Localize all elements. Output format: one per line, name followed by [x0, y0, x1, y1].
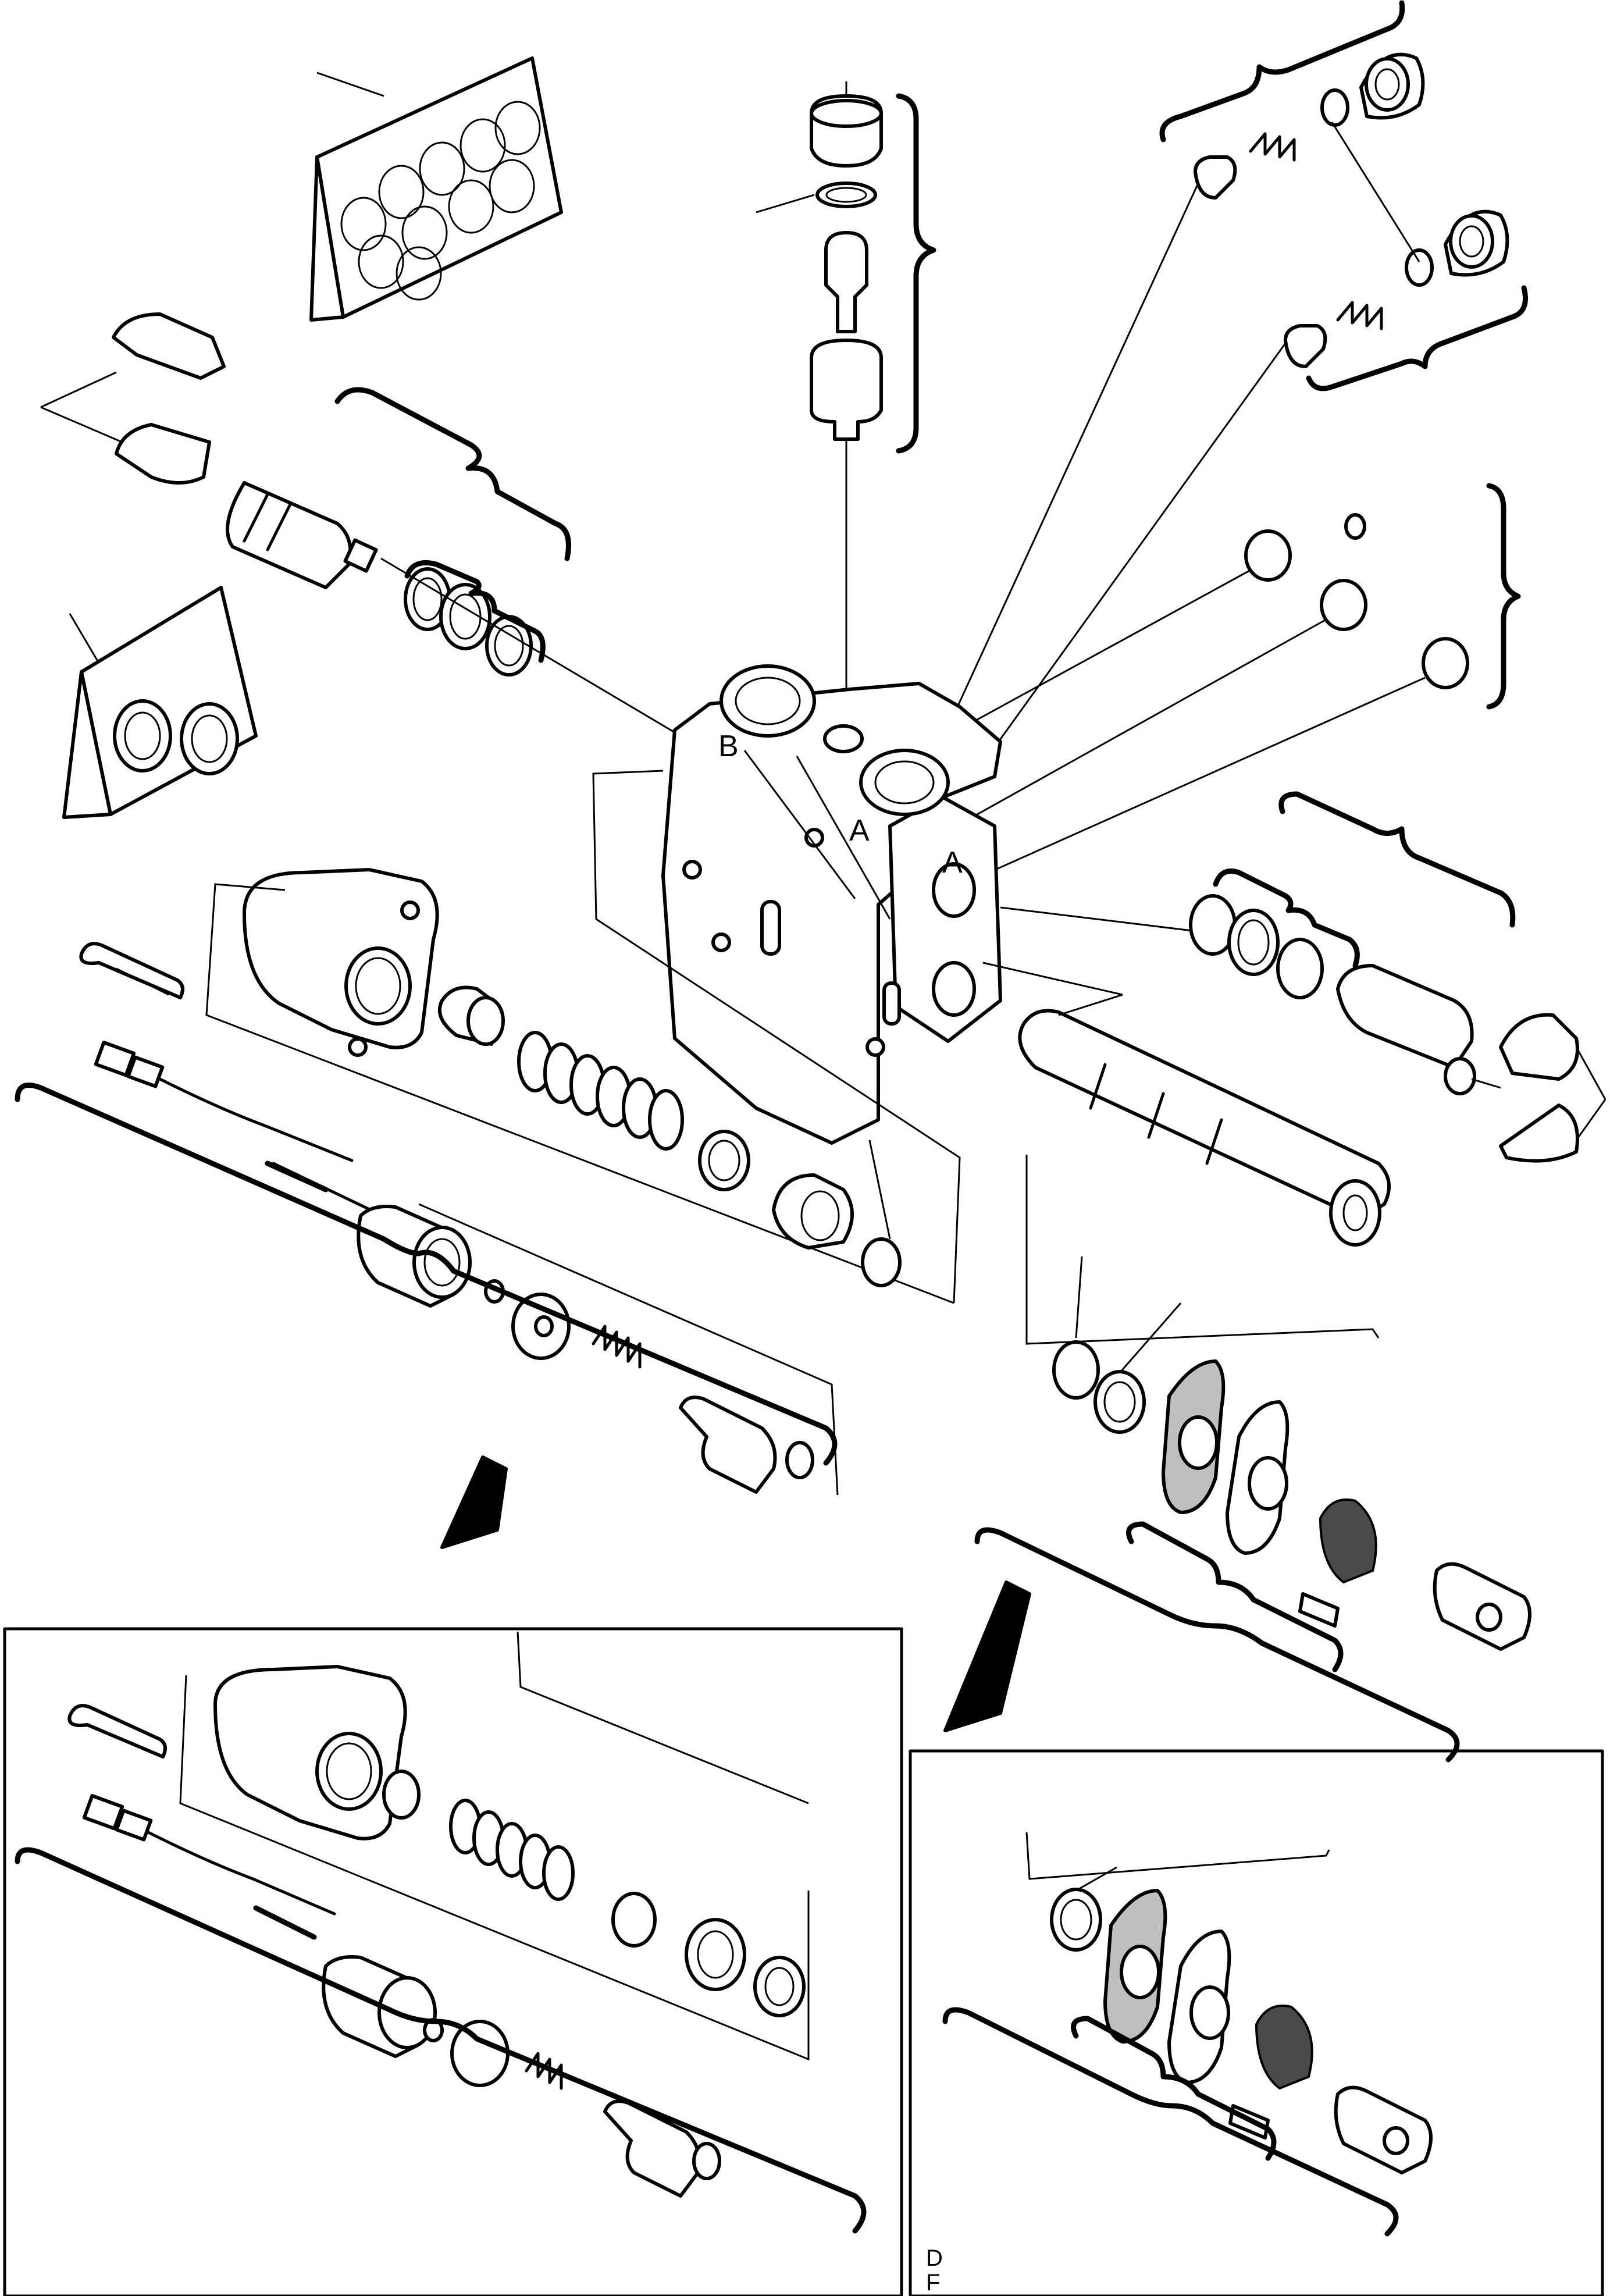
o-rings-right-relief [1000, 894, 1324, 999]
relief-cap-right [1499, 1013, 1607, 1163]
inset-left-assembly [15, 1631, 867, 2234]
valve-body: B A A [661, 664, 1002, 1145]
leader-lines-top-right [947, 122, 1420, 780]
drawing-code-line1: D [926, 2245, 943, 2271]
right-bracket-outline [1025, 1155, 1380, 1345]
relief-valve-cartridge-right [1336, 964, 1501, 1095]
pilot-valve-lower-right [1284, 209, 1509, 368]
main-spool [982, 962, 1391, 1247]
spring-seat-left [438, 985, 505, 1046]
seal-kit-package-small [62, 586, 258, 819]
brace-top-vertical [896, 93, 936, 454]
relief-cap-left [40, 312, 226, 485]
brace-right-upper [1278, 791, 1516, 928]
solenoid-coil-left [357, 1205, 814, 1494]
arrow-to-inset-left [440, 1455, 508, 1549]
pilot-valve-upper-right [1194, 52, 1425, 200]
inset-right-assembly [942, 1832, 1433, 2237]
electrical-connector-left [94, 1040, 409, 1229]
return-spring-left [517, 1031, 684, 1151]
body-bracket-outline [592, 770, 961, 1304]
solenoid-bracket-outline [205, 883, 954, 1304]
mounting-bolt-left [79, 942, 184, 999]
inset-box-right [909, 1749, 1604, 2296]
brace-right-assembly [974, 1527, 1460, 1763]
brace-top-right-upper [1159, 0, 1405, 143]
drawing-code-line2: F [926, 2270, 940, 2295]
brace-left-assembly [15, 1083, 838, 1466]
end-cover-right [1052, 1340, 1531, 1651]
brace-left-upper [334, 387, 571, 561]
coil-bracket-outline [418, 1203, 839, 1496]
seal-kit-package-large [309, 56, 563, 322]
o-rings-right-column [910, 513, 1469, 874]
brace-right-column [1486, 483, 1521, 710]
brace-right-endcover [1126, 1521, 1344, 1672]
port-label-a-top: A [849, 814, 870, 848]
spring-housing-left [243, 868, 439, 1057]
relief-valve-cartridge-left [226, 481, 378, 589]
check-valve-stack-top [756, 81, 883, 739]
spool-end-caps-left [698, 1130, 902, 1287]
arrow-to-inset-right [943, 1580, 1031, 1732]
brace-top-right-lower [1306, 285, 1528, 391]
brace-right-lower [1213, 868, 1360, 969]
inset-box-left [3, 1627, 903, 2296]
port-label-b: B [718, 729, 739, 763]
brace-left-lower [404, 560, 546, 663]
port-label-a-side: A [942, 846, 963, 880]
